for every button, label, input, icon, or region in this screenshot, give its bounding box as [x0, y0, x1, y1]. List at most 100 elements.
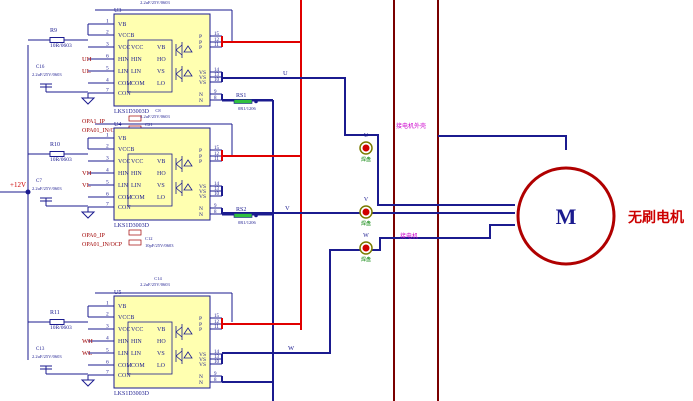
- pin-name-left: LIN: [118, 351, 129, 357]
- pin-number-right: 9: [214, 372, 217, 377]
- pin-name-left: COM: [118, 81, 132, 87]
- input-resistor-value: 10R/0603: [50, 43, 72, 49]
- pin-name-inner-right: VS: [157, 351, 165, 357]
- chip-part: LKS1D3003D: [114, 223, 150, 229]
- transistor-symbol: [175, 42, 183, 58]
- pin-name-inner: VCC: [131, 159, 143, 165]
- chip-inner-block: [127, 153, 173, 207]
- pad-center: [362, 244, 370, 252]
- pin-number-left: 5: [106, 180, 109, 186]
- decoupling-cap-ref: C7: [36, 179, 42, 184]
- bootstrap-cap-value: 2.2uF/25V/0603: [140, 282, 170, 287]
- motor-case-wire: [438, 135, 567, 150]
- pin-number-right: 10: [214, 192, 220, 197]
- lin-net-label: WL: [82, 350, 92, 357]
- pin-name-left: COM: [118, 363, 132, 369]
- pin-name-inner: COM: [131, 363, 145, 369]
- diode-symbol: [183, 351, 193, 359]
- pin-letter-right: P: [199, 154, 202, 160]
- pin-number-left: 2: [106, 312, 109, 318]
- pin-letter-right: P: [199, 34, 202, 40]
- decoupling-cap-ref: C13: [36, 347, 45, 352]
- pin-number-right: 14: [214, 68, 220, 73]
- chip-body: [113, 295, 211, 389]
- pin-letter-right: VS: [199, 80, 206, 86]
- pad-caption: 焊盘: [361, 256, 371, 263]
- pin-letter-right: P: [199, 40, 202, 46]
- pin-name-left: LIN: [118, 69, 129, 75]
- hin-net-label: UH: [82, 56, 92, 63]
- pin-name-left: CON: [118, 373, 131, 379]
- sense-resistor-ref: RS1: [236, 93, 246, 99]
- pin-letter-right: VS: [199, 189, 206, 195]
- pin-name-inner-right: HO: [157, 57, 166, 63]
- pin-letter-right: N: [199, 374, 203, 380]
- pad-center: [362, 208, 370, 216]
- bootstrap-cap-value: 2.2uF/25V/0603: [140, 114, 170, 119]
- opa-resistor: [128, 229, 142, 236]
- pin-number-right: 15: [214, 314, 220, 319]
- pin-name-inner-right: HO: [157, 339, 166, 345]
- pin-name-left: LIN: [118, 183, 129, 189]
- pin-name-inner: LIN: [131, 183, 142, 189]
- pin-letter-right: VS: [199, 194, 206, 200]
- input-resistor-ref: R9: [50, 28, 57, 34]
- pad-v: V焊盘: [359, 197, 373, 227]
- bootstrap-cap-ref: C8: [155, 108, 161, 113]
- sense-resistor-value: 0R1/1206: [238, 106, 257, 111]
- decoupling-cap-value: 2.2uF/25V/0603: [32, 72, 62, 77]
- driver-module-u3: U3LKS1D3003DVB1VCCB2VCC3HIN6LIN5COM4CON7…: [28, 0, 288, 134]
- filter-cap-ref: C12: [145, 236, 153, 241]
- pad-center: [362, 144, 370, 152]
- pin-number-left: 2: [106, 144, 109, 150]
- pin-name-left: HIN: [118, 339, 129, 345]
- pin-letter-right: VS: [199, 357, 206, 363]
- pin-name-left: VB: [118, 304, 126, 310]
- lin-net-label: VL: [82, 182, 91, 189]
- pin-number-left: 7: [106, 88, 109, 94]
- pin-name-inner-right: LO: [157, 195, 166, 201]
- pin-letter-right: P: [199, 327, 202, 333]
- pin-letter-right: P: [199, 159, 202, 165]
- input-resistor: [49, 319, 65, 325]
- filter-cap-ref: C21: [145, 122, 153, 127]
- transistor-symbol: [175, 348, 183, 364]
- phase-u-wire: [222, 77, 515, 206]
- pin-letter-right: P: [199, 316, 202, 322]
- pin-number-left: 3: [106, 42, 109, 48]
- bus-lines: [272, 0, 439, 401]
- pin-number-left: 4: [106, 78, 109, 84]
- diode-symbol: [183, 69, 193, 77]
- input-resistor-value: 10R/0603: [50, 325, 72, 331]
- diode-symbol: [183, 159, 193, 167]
- pin-number-right: 10: [214, 360, 220, 365]
- opa-ip-label: OPA0_IP: [82, 233, 105, 239]
- pin-name-left: VCC: [118, 45, 130, 51]
- pin-letter-right: VS: [199, 362, 206, 368]
- pin-number-left: 3: [106, 156, 109, 162]
- pin-letter-right: VS: [199, 352, 206, 358]
- filter-cap-value: 10pF/25V/0603: [145, 243, 174, 248]
- background-wires: [0, 9, 233, 360]
- opa-cap: [128, 239, 142, 246]
- pad-u: U焊盘: [359, 133, 373, 163]
- pin-name-left: VCC: [118, 159, 130, 165]
- pin-number-right: 15: [214, 146, 220, 151]
- sense-resistor: [233, 99, 253, 104]
- pin-letter-right: P: [199, 45, 202, 51]
- chip-ref: U5: [114, 290, 121, 296]
- motor-note: 接电机: [400, 232, 418, 240]
- supply-label: +12V: [10, 181, 26, 189]
- chip-ref: U3: [114, 8, 121, 14]
- pin-name-left: HIN: [118, 171, 129, 177]
- pin-number-left: 2: [106, 30, 109, 36]
- decoupling-cap-value: 2.2uF/25V/0603: [32, 186, 62, 191]
- pin-name-inner: LIN: [131, 351, 142, 357]
- pin-number-left: 3: [106, 324, 109, 330]
- pin-number-left: 5: [106, 348, 109, 354]
- hin-net-label: VH: [82, 170, 92, 177]
- pin-number-right: 11: [214, 157, 219, 162]
- pin-number-right: 12: [214, 38, 220, 43]
- motor-circle: [516, 166, 616, 266]
